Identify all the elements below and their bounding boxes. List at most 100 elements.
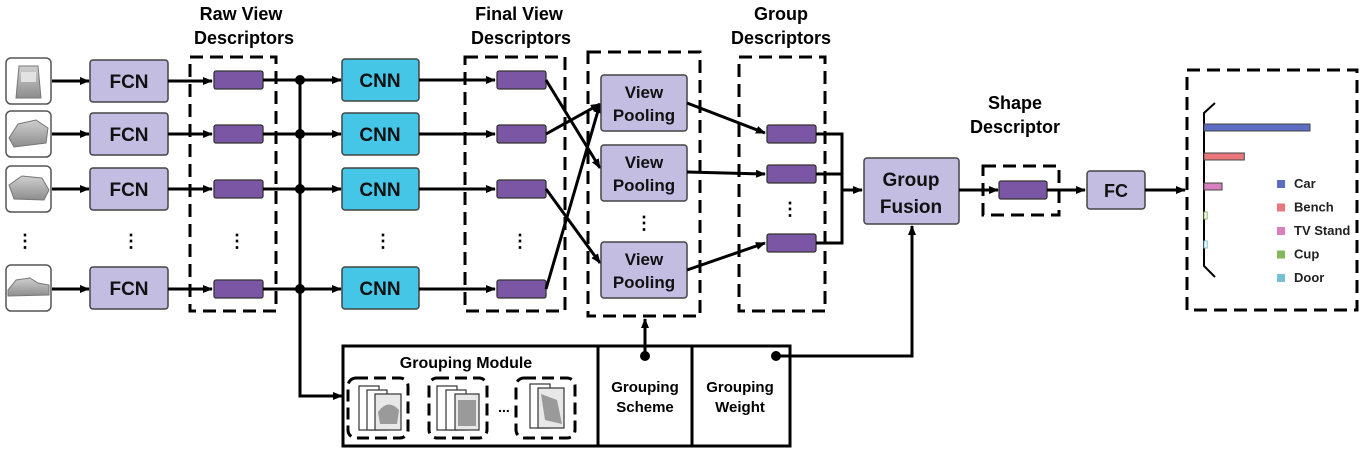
score-bar-door <box>1203 240 1208 249</box>
svg-text:FCN: FCN <box>109 180 148 201</box>
group-descriptors-header-line1: Group <box>754 4 808 24</box>
svg-text:Pooling: Pooling <box>613 106 675 125</box>
svg-text:FCN: FCN <box>109 72 148 93</box>
legend-swatch <box>1277 250 1285 259</box>
ellipsis: ⋮ <box>228 231 246 251</box>
legend-label: Cup <box>1294 247 1319 262</box>
svg-text:FC: FC <box>1104 181 1128 201</box>
cnn-block: CNN <box>341 58 420 102</box>
svg-text:View: View <box>625 153 664 172</box>
ellipsis: ⋮ <box>122 231 140 251</box>
grouping-weight-line1: Grouping <box>706 379 774 396</box>
score-bars <box>1203 123 1311 249</box>
legend-label: Bench <box>1294 200 1334 215</box>
grouping-scheme-line2: Scheme <box>616 399 674 416</box>
view-group-cluster <box>514 376 577 440</box>
grouping-weight-line2: Weight <box>715 399 765 416</box>
view-pooling-block: View Pooling <box>600 241 688 299</box>
legend-swatch <box>1277 203 1285 212</box>
scheme-dot <box>640 351 650 361</box>
raw-view-descriptors-box <box>188 55 278 313</box>
view-pooling-block: View Pooling <box>600 74 688 132</box>
grouping-scheme-line1: Grouping <box>611 379 679 396</box>
svg-text:Pooling: Pooling <box>613 273 675 292</box>
fcn-block: FCN <box>89 266 169 310</box>
view-group-cluster <box>346 376 410 440</box>
svg-text:FCN: FCN <box>109 279 148 300</box>
ellipsis: ⋮ <box>374 231 392 251</box>
svg-text:CNN: CNN <box>359 180 400 201</box>
legend-swatch <box>1277 274 1285 282</box>
fusion-input-lines <box>816 132 863 245</box>
svg-text:CNN: CNN <box>359 279 400 300</box>
fc-block: FC <box>1086 170 1146 210</box>
svg-text:Pooling: Pooling <box>613 176 675 195</box>
grouping-connectors <box>641 225 916 358</box>
raw-view-header-line1: Raw View <box>200 4 284 24</box>
view-group-cluster <box>427 376 489 440</box>
final-descriptors <box>496 70 547 299</box>
ellipsis-row: ⋮ ⋮ ⋮ ⋮ ⋮ ⋮ ⋮ <box>16 199 799 251</box>
raw-descriptor <box>213 179 264 199</box>
ellipsis: ⋮ <box>511 231 529 251</box>
cnn-arrows <box>419 76 496 293</box>
shape-descriptor-header-line2: Descriptor <box>970 117 1060 137</box>
final-descriptor <box>496 179 547 199</box>
svg-text:CNN: CNN <box>359 71 400 92</box>
view-thumbnail <box>5 165 52 213</box>
output-scores-box <box>1185 68 1359 312</box>
view-pooling-box <box>586 50 702 318</box>
svg-text:FCN: FCN <box>109 125 148 146</box>
raw-view-header-line2: Descriptors <box>194 28 294 48</box>
ellipsis: ⋮ <box>635 213 653 233</box>
final-descriptor <box>496 279 547 299</box>
raw-descriptors <box>213 70 264 299</box>
svg-text:CNN: CNN <box>359 125 400 146</box>
legend-swatch <box>1277 180 1285 188</box>
final-descriptor <box>496 124 547 144</box>
fcn-block: FCN <box>89 167 169 211</box>
legend-label: Door <box>1294 270 1324 285</box>
pooling-input-arrows <box>544 79 602 290</box>
grouping-panel: Grouping Module Grouping Scheme Grouping… <box>341 344 792 448</box>
fcn-block: FCN <box>89 59 169 103</box>
group-descriptors-box <box>737 55 827 313</box>
svg-text:Group: Group <box>883 170 940 191</box>
raw-descriptor <box>213 279 264 299</box>
svg-text:Fusion: Fusion <box>880 197 942 218</box>
score-bar-bench <box>1203 152 1245 161</box>
group-descriptor <box>766 124 817 144</box>
group-descriptor <box>766 233 817 253</box>
score-bar-tv-stand <box>1203 182 1223 191</box>
legend-label: Car <box>1294 176 1316 191</box>
ellipsis: ⋮ <box>16 231 34 251</box>
group-descriptors-header-line2: Descriptors <box>731 28 831 48</box>
legend-swatch <box>1277 227 1285 235</box>
junction-dots <box>295 75 305 294</box>
svg-text:View: View <box>625 250 664 269</box>
shape-descriptor-header-line1: Shape <box>988 93 1042 113</box>
raw-descriptor <box>213 124 264 144</box>
score-bar-cup <box>1203 211 1208 220</box>
weight-dot <box>771 351 781 361</box>
final-view-header-line2: Descriptors <box>471 28 571 48</box>
group-descriptors <box>766 124 817 253</box>
cnn-block: CNN <box>341 167 420 211</box>
view-thumbnail <box>5 264 52 312</box>
horizontal-ellipsis: ... <box>498 399 510 415</box>
score-bar-car <box>1203 123 1311 132</box>
legend-label: TV Stand <box>1294 223 1350 238</box>
final-view-descriptors-box <box>463 55 567 313</box>
fcn-block: FCN <box>89 112 169 156</box>
svg-text:View: View <box>625 83 664 102</box>
cnn-blocks: CNN CNN CNN CNN <box>341 58 420 310</box>
pooling-output-arrows <box>686 101 766 272</box>
cnn-block: CNN <box>341 112 420 156</box>
group-fusion-block: Group Fusion <box>863 157 960 225</box>
fcn-blocks: FCN FCN FCN FCN <box>89 59 169 310</box>
input-arrows <box>52 77 90 293</box>
ellipsis: ⋮ <box>781 199 799 219</box>
view-thumbnail <box>5 110 52 158</box>
